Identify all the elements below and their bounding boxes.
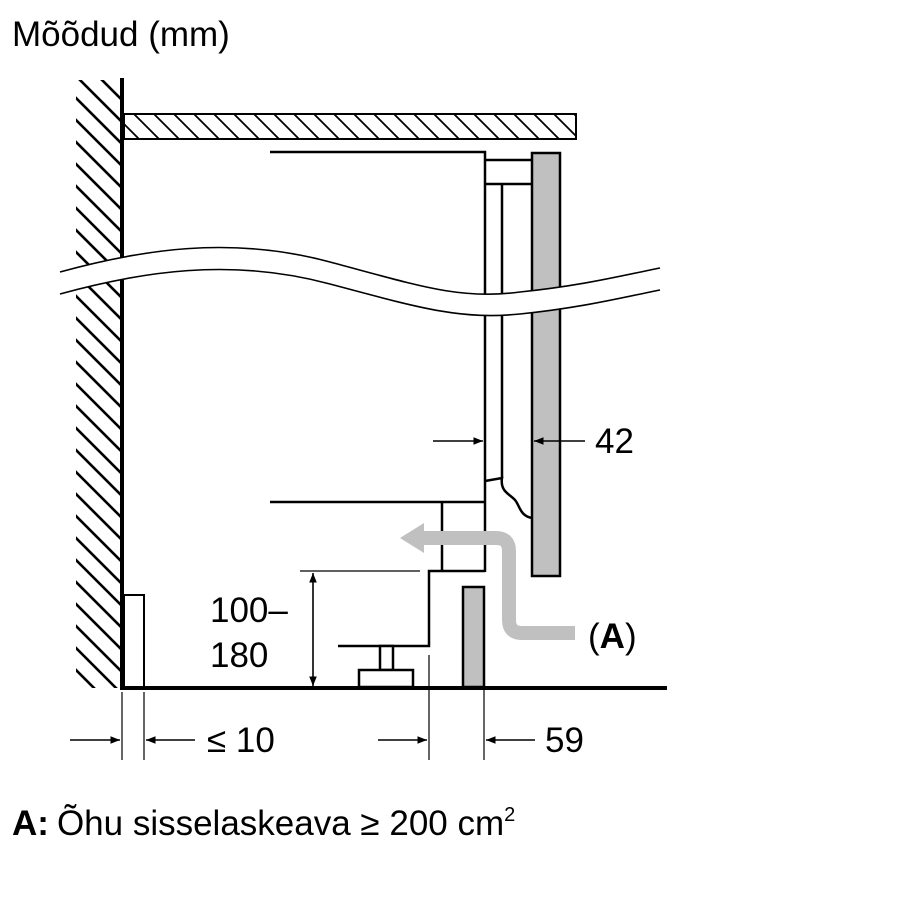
break-line-lower — [59, 268, 661, 317]
adjustable-foot-stem — [378, 644, 395, 672]
break-band — [60, 247, 660, 316]
dim-label-plinth-line2: 180 — [210, 636, 268, 675]
dim-label-59: 59 — [545, 721, 584, 760]
diagram-title: Mõõdud (mm) — [12, 15, 230, 54]
top-shelf — [123, 113, 577, 140]
door-break-line — [484, 476, 533, 520]
dim-label-42: 42 — [595, 422, 634, 461]
airflow-arrow — [422, 531, 575, 640]
plinth — [461, 585, 486, 689]
callout-a: (A) — [588, 617, 637, 656]
adjustable-foot-base — [357, 668, 415, 689]
dim-label-plinth-line1: 100– — [210, 591, 288, 630]
rear-spacer — [123, 594, 145, 689]
airflow-arrowhead — [400, 523, 424, 553]
appliance-outline — [270, 150, 487, 572]
wall-hatching — [76, 80, 122, 688]
furniture-door — [530, 151, 562, 578]
dim-label-10: ≤ 10 — [207, 721, 275, 760]
legend-a: A:Õhu sisselaskeava ≥ 200 cm2 — [12, 803, 515, 843]
break-line-upper — [59, 246, 661, 296]
